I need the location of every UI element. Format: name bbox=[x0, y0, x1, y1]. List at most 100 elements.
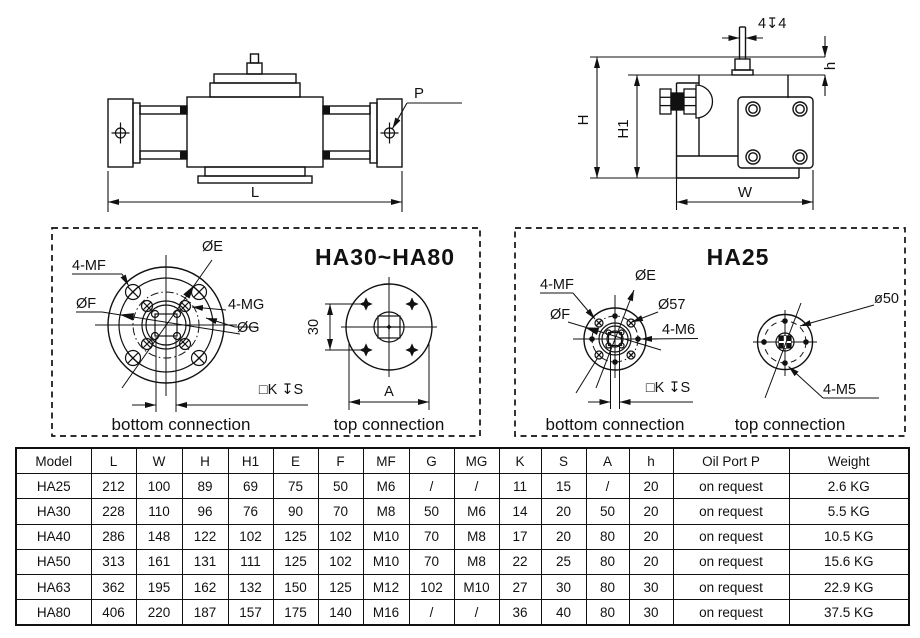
table-cell: / bbox=[408, 599, 455, 626]
table-cell: M8 bbox=[453, 548, 500, 575]
table-cell: / bbox=[453, 599, 500, 626]
dashed-frame bbox=[51, 227, 481, 437]
e-label: ØE bbox=[202, 239, 223, 255]
table-cell: 100 bbox=[135, 473, 183, 500]
table-cell: 20 bbox=[628, 523, 674, 550]
actuator-end-view-drawing: H H1 h 4↧4 W bbox=[575, 16, 839, 210]
column-header: G bbox=[408, 447, 455, 475]
table-cell: 102 bbox=[317, 523, 364, 550]
length-dim-label: L bbox=[251, 184, 259, 201]
a-dim-label: A bbox=[384, 384, 394, 400]
dashed-frame bbox=[514, 227, 906, 437]
detail-box-ha25: HA25 bbox=[514, 227, 906, 437]
table-cell: 27 bbox=[498, 573, 542, 601]
table-cell: 195 bbox=[135, 573, 183, 601]
mg-label: 4-MG bbox=[228, 297, 264, 313]
table-cell: 131 bbox=[181, 548, 229, 575]
table-cell: 286 bbox=[90, 523, 137, 550]
table-cell: 22.9 KG bbox=[788, 573, 910, 601]
leader-lines bbox=[72, 273, 308, 412]
column-header: W bbox=[135, 447, 183, 475]
table-cell: 132 bbox=[227, 573, 274, 601]
outer-bolt-holes bbox=[124, 283, 208, 367]
g-label: ØG bbox=[237, 320, 260, 336]
table-cell: HA40 bbox=[15, 523, 92, 550]
pitch-dim-label: 30 bbox=[306, 319, 322, 335]
f-label: ØF bbox=[76, 296, 96, 312]
m5-bolt-holes bbox=[761, 318, 809, 366]
table-cell: 15 bbox=[540, 473, 587, 500]
table-cell: 14 bbox=[498, 498, 542, 525]
table-cell: 30 bbox=[628, 573, 674, 601]
f-label: ØF bbox=[550, 307, 570, 323]
detail-title: HA25 bbox=[707, 244, 770, 270]
actuator-side-view-drawing: L P bbox=[107, 53, 462, 212]
table-cell: 70 bbox=[408, 523, 455, 550]
table-cell: 175 bbox=[272, 599, 319, 626]
table-cell: 10.5 KG bbox=[788, 523, 910, 550]
table-cell: M8 bbox=[362, 498, 410, 525]
table-cell: 40 bbox=[540, 599, 587, 626]
column-header: A bbox=[585, 447, 630, 475]
table-cell: 212 bbox=[90, 473, 137, 500]
table-cell: 69 bbox=[227, 473, 274, 500]
port-holes bbox=[111, 122, 399, 144]
table-cell: HA63 bbox=[15, 573, 92, 601]
table-cell: 406 bbox=[90, 599, 137, 626]
bottom-connection-view bbox=[72, 255, 308, 412]
dimension-lines bbox=[107, 102, 462, 212]
table-cell: M8 bbox=[453, 523, 500, 550]
table-cell: 5.5 KG bbox=[788, 498, 910, 525]
table-cell: 148 bbox=[135, 523, 183, 550]
column-header: S bbox=[540, 447, 587, 475]
column-header: Oil Port P bbox=[672, 447, 790, 475]
table-cell: M12 bbox=[362, 573, 410, 601]
table-cell: 110 bbox=[135, 498, 183, 525]
table-cell: 90 bbox=[272, 498, 319, 525]
top-connection-view bbox=[325, 277, 437, 410]
table-cell: on request bbox=[672, 548, 790, 575]
table-cell: 22 bbox=[498, 548, 542, 575]
table-cell: 102 bbox=[227, 523, 274, 550]
m6-bolt-holes bbox=[589, 313, 641, 365]
table-cell: 102 bbox=[408, 573, 455, 601]
column-header: L bbox=[90, 447, 137, 475]
table-cell: M10 bbox=[362, 548, 410, 575]
table-cell: M6 bbox=[453, 498, 500, 525]
table-cell: 70 bbox=[317, 498, 364, 525]
m5-label: 4-M5 bbox=[823, 382, 856, 398]
end-view-outline bbox=[675, 26, 814, 179]
table-cell: 15.6 KG bbox=[788, 548, 910, 575]
table-cell: HA25 bbox=[15, 473, 92, 500]
table-cell: on request bbox=[672, 573, 790, 601]
table-cell: / bbox=[408, 473, 455, 500]
bottom-connection-caption: bottom connection bbox=[546, 415, 685, 434]
leader-lines bbox=[788, 304, 879, 399]
table-cell: 102 bbox=[317, 548, 364, 575]
table-cell: M10 bbox=[453, 573, 500, 601]
rod-seals bbox=[180, 106, 330, 159]
detail-title: HA30~HA80 bbox=[315, 244, 455, 270]
table-cell: M10 bbox=[362, 523, 410, 550]
inner-bolt-holes bbox=[140, 299, 192, 351]
table-cell: 70 bbox=[408, 548, 455, 575]
table-cell: 20 bbox=[540, 523, 587, 550]
key-label: □K ↧S bbox=[646, 380, 690, 396]
dimension-lines bbox=[590, 35, 828, 210]
height-dim-label: H bbox=[575, 115, 592, 126]
table-cell: 20 bbox=[628, 548, 674, 575]
table-cell: 125 bbox=[317, 573, 364, 601]
column-header: H bbox=[181, 447, 229, 475]
table-cell: on request bbox=[672, 498, 790, 525]
table-cell: 228 bbox=[90, 498, 137, 525]
table-cell: 36 bbox=[498, 599, 542, 626]
table-cell: / bbox=[453, 473, 500, 500]
dimension-lines bbox=[325, 303, 430, 410]
table-cell: 80 bbox=[585, 548, 630, 575]
